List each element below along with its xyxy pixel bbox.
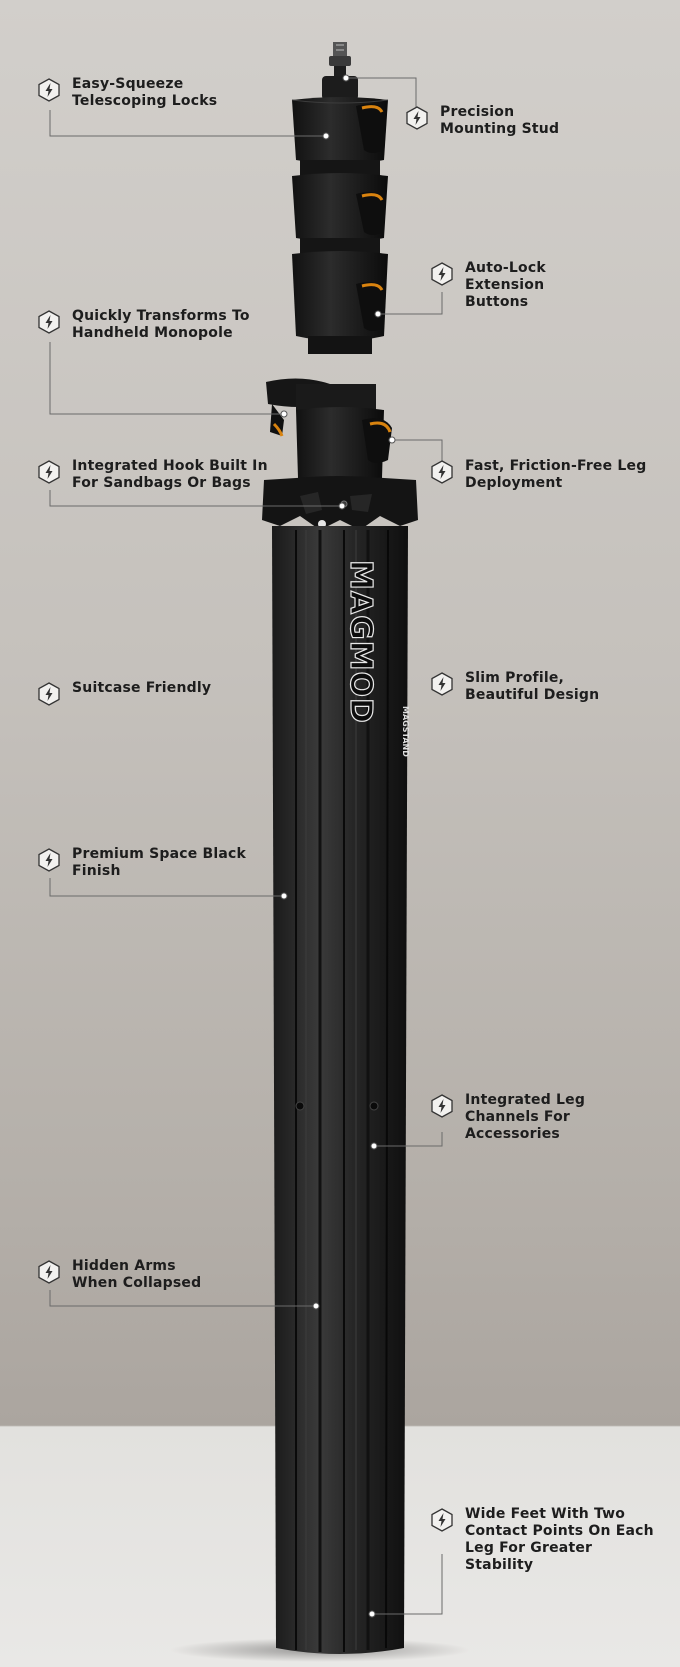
lightning-hexagon-icon [38,460,60,484]
lightning-hexagon-icon [38,310,60,334]
lightning-hexagon-icon [431,460,453,484]
feature-monopole: Quickly Transforms To Handheld Monopole [38,308,250,342]
feature-slim-profile: Slim Profile, Beautiful Design [431,670,599,704]
lightning-hexagon-icon [38,78,60,102]
feature-leg-deployment: Fast, Friction-Free Leg Deployment [431,458,646,492]
feature-sandbag-hook: Integrated Hook Built In For Sandbags Or… [38,458,268,492]
feature-label: Integrated Hook Built In For Sandbags Or… [72,458,268,491]
lightning-hexagon-icon [38,682,60,706]
feature-telescoping-locks: Easy-Squeeze Telescoping Locks [38,76,217,110]
feature-label: Easy-Squeeze Telescoping Locks [72,76,218,109]
lightning-hexagon-icon [431,262,453,286]
feature-label: Integrated Leg Channels For Accessories [465,1092,586,1142]
lightning-hexagon-icon [38,848,60,872]
feature-label: Suitcase Friendly [72,680,212,696]
lightning-hexagon-icon [431,672,453,696]
feature-label: Premium Space Black Finish [72,846,247,879]
feature-label: Wide Feet With Two Contact Points On Eac… [465,1506,654,1573]
lightning-hexagon-icon [431,1094,453,1118]
feature-label: Fast, Friction-Free Leg Deployment [465,458,647,491]
feature-label: Auto-Lock Extension Buttons [465,260,546,310]
feature-leg-channels: Integrated Leg Channels For Accessories [431,1092,585,1143]
lightning-hexagon-icon [406,106,428,130]
brand-logo: MAGMOD [342,559,378,724]
lightning-hexagon-icon [431,1508,453,1532]
feature-space-black-finish: Premium Space Black Finish [38,846,246,880]
feature-wide-feet: Wide Feet With Two Contact Points On Eac… [431,1506,654,1574]
feature-label: Hidden Arms When Collapsed [72,1258,202,1291]
feature-label: Quickly Transforms To Handheld Monopole [72,308,250,341]
feature-label: Slim Profile, Beautiful Design [465,670,600,703]
model-name: MAGSTAND [401,706,410,757]
feature-hidden-arms: Hidden Arms When Collapsed [38,1258,201,1292]
feature-suitcase-friendly: Suitcase Friendly [38,680,211,706]
feature-label: Precision Mounting Stud [440,104,560,137]
leg-hub [262,476,418,530]
feature-extension-buttons: Auto-Lock Extension Buttons [431,260,546,311]
feature-mounting-stud: Precision Mounting Stud [406,104,559,138]
lightning-hexagon-icon [38,1260,60,1284]
leg-bundle [272,526,408,1654]
